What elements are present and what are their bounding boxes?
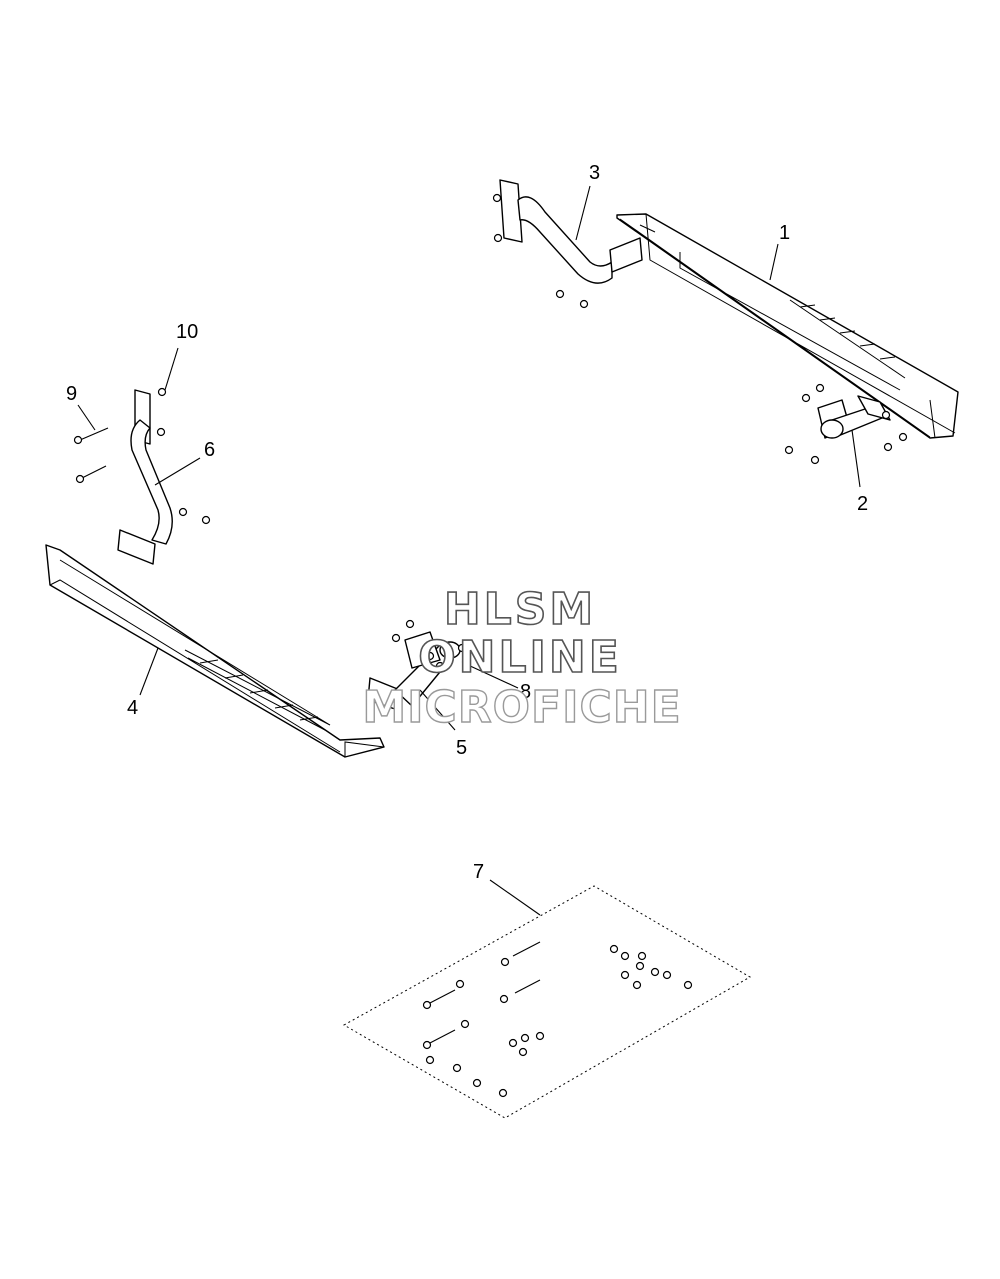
watermark-line-1: HLSM xyxy=(444,584,596,635)
part-5-bracket-left xyxy=(367,619,471,711)
part-2-bracket-right xyxy=(784,383,908,465)
callout-5: 5 xyxy=(456,737,467,759)
callout-3: 3 xyxy=(589,162,600,184)
callout-8: 8 xyxy=(520,681,531,703)
part-4-running-board-left xyxy=(45,544,385,758)
watermark: HLSM ONLINE MICROFICHE xyxy=(362,583,682,734)
callout-7: 7 xyxy=(473,861,484,883)
part-3-hanger-right xyxy=(492,179,643,309)
callout-numbers: 1 2 3 4 5 6 7 8 9 10 xyxy=(66,162,868,883)
part-9-bolts xyxy=(73,427,109,484)
watermark-line-3: MICROFICHE xyxy=(362,682,681,733)
callout-1: 1 xyxy=(779,222,790,244)
callout-10: 10 xyxy=(176,321,198,343)
part-1-running-board-right xyxy=(616,213,959,439)
callout-4: 4 xyxy=(127,697,138,719)
leader-lines xyxy=(77,185,861,916)
part-6-hanger-left xyxy=(117,387,211,565)
watermark-line-2: ONLINE xyxy=(418,632,622,683)
callout-9: 9 xyxy=(66,383,77,405)
callout-2: 2 xyxy=(857,493,868,515)
part-7-hardware-kit xyxy=(342,885,751,1119)
callout-6: 6 xyxy=(204,439,215,461)
